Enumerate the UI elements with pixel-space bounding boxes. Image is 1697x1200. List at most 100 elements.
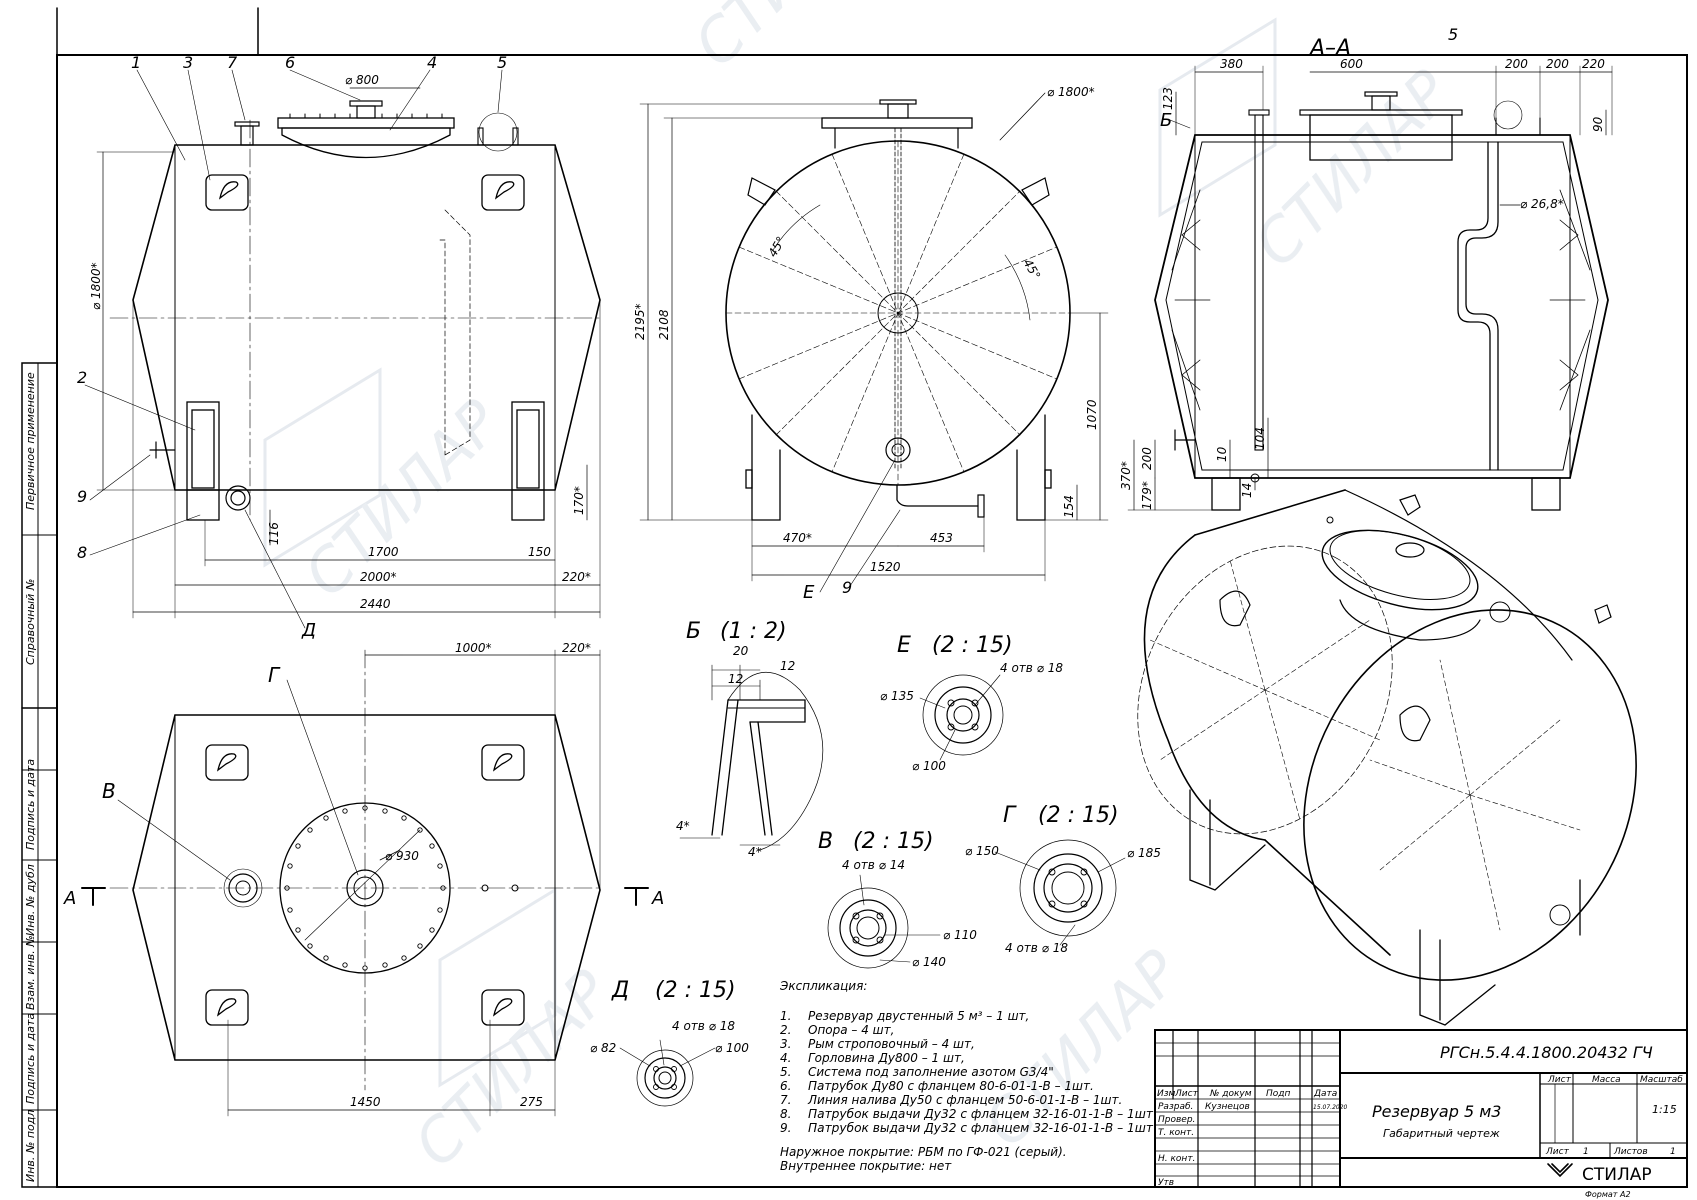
detail-v [827, 874, 941, 969]
title-block-text: РГСн.5.4.4.1800.20432 ГЧ Резервуар 5 м3 … [1157, 1043, 1683, 1199]
dim-2000: 2000* [360, 570, 397, 584]
legend-item-1: Резервуар двустенный 5 м³ – 1 шт, [808, 1009, 1029, 1023]
dim-600: 600 [1340, 57, 1363, 71]
dim-1700: 1700 [368, 545, 399, 559]
stamp-reference-no: Справочный № [24, 579, 37, 665]
front-view [84, 69, 601, 629]
company-logo [1547, 1163, 1573, 1178]
top-view [81, 649, 649, 1117]
detail-g-title: Г [1003, 803, 1017, 828]
callout-5: 5 [497, 53, 507, 72]
dim-14: 14 [1240, 483, 1254, 498]
dim-angle-1: 45° [765, 234, 788, 259]
dim-1450: 1450 [350, 1095, 381, 1109]
section-mark-a-right: A [651, 888, 664, 909]
stamp-replaced-inv: Взам. инв. № [24, 935, 37, 1010]
detail-b-labels: Б (1 : 2) 20 12 12 4* 4* [676, 619, 795, 859]
coating-outer: Наружное покрытие: РБМ по ГФ-021 (серый)… [780, 1145, 1067, 1159]
tb-col-list: Лист [1174, 1089, 1199, 1099]
dim-g-185: ⌀ 185 [1127, 846, 1161, 860]
title-block [1154, 1029, 1688, 1188]
tb-developer: Кузнецов [1205, 1102, 1250, 1112]
detail-e [919, 674, 1004, 761]
detail-b-title: Б [686, 619, 701, 644]
legend-num-2: 2. [780, 1023, 791, 1037]
side-stamps: Первичное применение Справочный № Подпис… [24, 372, 37, 1182]
tb-scale: 1:15 [1652, 1103, 1677, 1116]
callout-5-section: 5 [1448, 25, 1458, 44]
dim-200-a: 200 [1505, 57, 1528, 71]
legend-num-1: 1. [780, 1009, 791, 1023]
tb-col-sign: Подп [1266, 1089, 1290, 1099]
drawing-subtitle: Габаритный чертеж [1383, 1127, 1500, 1140]
frame [21, 7, 1688, 1188]
detail-v-scale: (2 : 15) [853, 829, 934, 854]
stamp-primary-use: Первичное применение [24, 372, 37, 510]
dim-1070: 1070 [1085, 399, 1099, 430]
drawing-code: РГСн.5.4.4.1800.20432 ГЧ [1440, 1043, 1653, 1062]
tb-lbl-listov: Листов [1613, 1147, 1648, 1157]
dim-shell-dia: ⌀ 1800* [89, 262, 103, 310]
legend-item-2: Опора – 4 шт, [808, 1023, 894, 1037]
tb-hdr-list: Лист [1547, 1075, 1572, 1085]
detail-e-scale: (2 : 15) [932, 633, 1013, 658]
watermark-text: СТИЛАР [681, 0, 905, 81]
dim-200-b: 200 [1546, 57, 1569, 71]
watermark: СТИЛАР СТИЛАР СТИЛАР СТИЛАР СТИЛАР [263, 0, 1465, 1181]
dim-1000: 1000* [455, 641, 492, 655]
legend-num-7: 7. [780, 1093, 791, 1107]
callout-8: 8 [77, 543, 87, 562]
dim-170: 170* [572, 486, 586, 515]
watermark-text: СТИЛАР [291, 387, 515, 611]
section-label-d: Д [301, 620, 316, 641]
tb-sheets-total: 1 [1670, 1147, 1676, 1157]
detail-e-title: E [897, 633, 911, 658]
legend-item-7: Линия налива Ду50 с фланцем 50-6-01-1-В … [807, 1093, 1122, 1107]
dim-v-140: ⌀ 140 [912, 955, 946, 969]
tb-row-prover: Провер. [1158, 1115, 1195, 1125]
callout-7: 7 [227, 53, 238, 72]
tb-row-nkont: Н. конт. [1158, 1154, 1195, 1164]
dim-d-82: ⌀ 82 [590, 1041, 616, 1055]
dim-2440: 2440 [360, 597, 391, 611]
dim-d-holes: 4 отв ⌀ 18 [672, 1019, 735, 1033]
legend-item-4: Горловина Ду800 – 1 шт, [808, 1051, 965, 1065]
legend-item-5: Система под заполнение азотом G3/4" [808, 1065, 1054, 1079]
bolt-holes [284, 805, 446, 971]
dim-angle-2: 45° [1020, 257, 1043, 282]
section-title-aa: А–А [1308, 36, 1351, 61]
dim-b-4b: 4* [748, 845, 762, 859]
detail-g-scale: (2 : 15) [1038, 803, 1119, 828]
detail-d-title: Д [611, 978, 629, 1003]
legend-num-4: 4. [780, 1051, 791, 1065]
legend-item-8: Патрубок выдачи Ду32 с фланцем 32-16-01-… [808, 1107, 1154, 1121]
detail-d-labels: Д (2 : 15) 4 отв ⌀ 18 ⌀ 82 ⌀ 100 [590, 978, 749, 1055]
legend-item-6: Патрубок Ду80 с фланцем 80-6-01-1-В – 1ш… [808, 1079, 1094, 1093]
dim-453: 453 [930, 531, 953, 545]
dim-200-c: 200 [1140, 447, 1154, 470]
callout-9: 9 [77, 487, 87, 506]
legend-num-8: 8. [780, 1107, 791, 1121]
detail-v-labels: В (2 : 15) 4 отв ⌀ 14 ⌀ 110 ⌀ 140 [818, 829, 977, 969]
isometric-view [1137, 489, 1637, 1026]
tb-hdr-masshtab: Масштаб [1640, 1075, 1683, 1085]
legend-num-5: 5. [780, 1065, 791, 1079]
tb-sheet-no: 1 [1583, 1147, 1589, 1157]
callout-b: Б [1160, 110, 1172, 131]
dim-470: 470* [783, 531, 812, 545]
format-label: Формат А2 [1585, 1190, 1631, 1199]
dim-manhole-dia: ⌀ 800 [345, 73, 379, 87]
dim-e-100: ⌀ 100 [912, 759, 946, 773]
section-view-labels: А–А 5 Б 380 600 200 200 220 123 90 ⌀ 26,… [1119, 25, 1605, 510]
detail-d [619, 1039, 716, 1107]
front-view-labels: 1 3 7 6 4 5 2 9 8 Д ⌀ 800 ⌀ 1800* 170* 1… [77, 53, 591, 641]
dim-b-4a: 4* [676, 819, 690, 833]
legend: Экспликация: 1. Резервуар двустенный 5 м… [779, 979, 1154, 1173]
detail-b-scale: (1 : 2) [720, 619, 787, 644]
dim-g-150: ⌀ 150 [965, 844, 999, 858]
dim-v-110: ⌀ 110 [943, 928, 977, 942]
detail-v-title: В [818, 829, 833, 854]
dim-e-135: ⌀ 135 [880, 689, 914, 703]
coating-inner: Внутреннее покрытие: нет [780, 1159, 952, 1173]
dim-1520: 1520 [870, 560, 901, 574]
